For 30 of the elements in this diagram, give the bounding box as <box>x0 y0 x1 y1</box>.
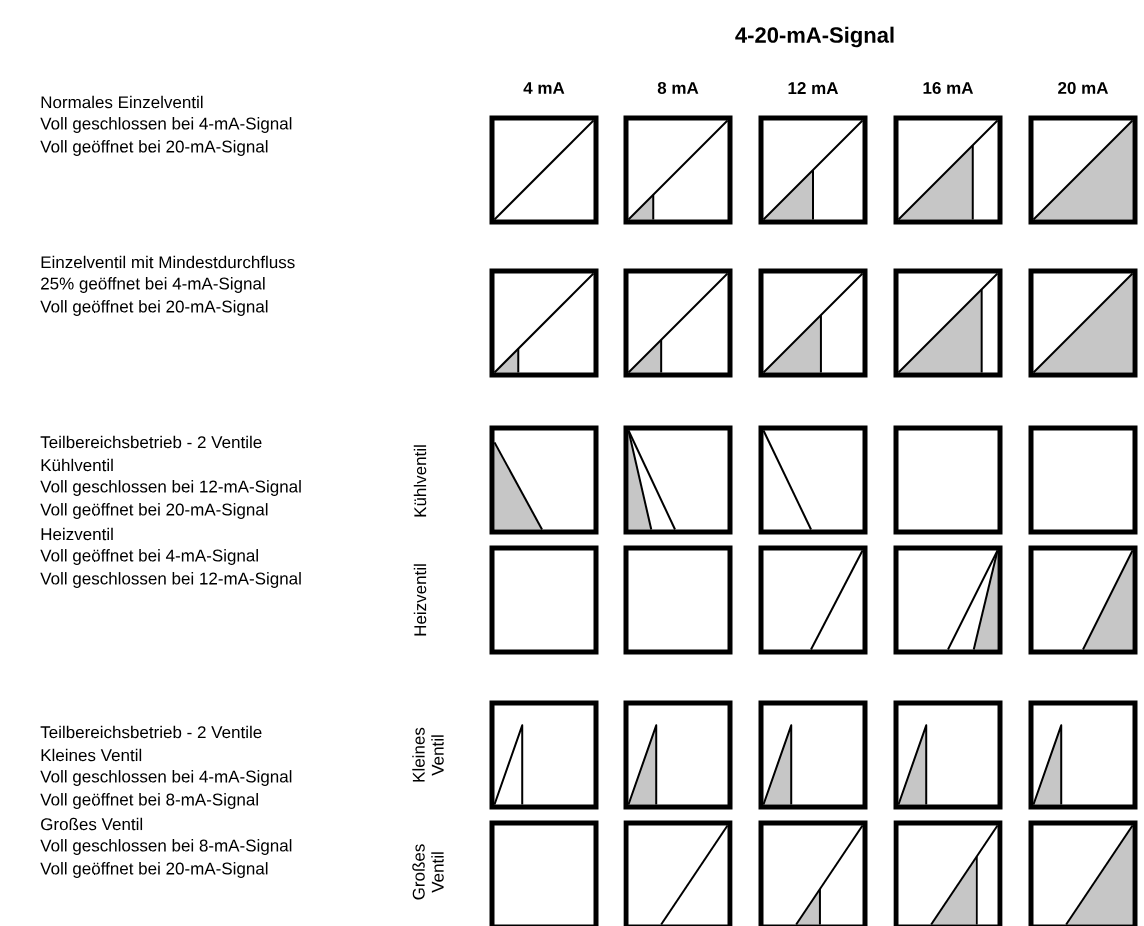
description-text: Voll geöffnet bei 20-mA-Signal <box>40 862 268 878</box>
description-text: Teilbereichsbetrieb - 2 Ventile <box>40 435 262 449</box>
description-text: Heizventil <box>41 527 113 541</box>
column-header: 12 mA <box>788 82 839 94</box>
description-text: Voll geschlossen bei 4-mA-Signal <box>40 770 292 786</box>
description-text: Voll geschlossen bei 4-mA-Signal <box>40 117 292 133</box>
description-text: Voll geöffnet bei 8-mA-Signal <box>40 793 258 809</box>
description-text: Voll geöffnet bei 20-mA-Signal <box>40 503 268 519</box>
title: 4-20-mA-Signal <box>735 26 894 48</box>
column-header: 4 mA <box>523 82 565 94</box>
description-text: Kühlventil <box>41 458 113 472</box>
row-label: Großes Ventil <box>412 844 444 900</box>
row-label: Heizventil <box>413 564 427 636</box>
description-text: Voll geschlossen bei 12-mA-Signal <box>40 572 301 588</box>
description-text: Teilbereichsbetrieb - 2 Ventile <box>40 725 262 739</box>
row-label: Kühlventil <box>413 445 427 517</box>
description-text: Voll geöffnet bei 4-mA-Signal <box>40 549 258 565</box>
column-header: 20 mA <box>1058 82 1109 94</box>
description-text: Voll geschlossen bei 8-mA-Signal <box>40 839 292 855</box>
column-header: 16 mA <box>923 82 974 94</box>
description-text: Voll geöffnet bei 20-mA-Signal <box>40 140 268 156</box>
column-header: 8 mA <box>657 82 699 94</box>
description-text: Kleines Ventil <box>41 748 142 762</box>
description-text: 25% geöffnet bei 4-mA-Signal <box>41 277 265 293</box>
row-label: Kleines Ventil <box>412 727 444 782</box>
description-text: Einzelventil mit Mindestdurchfluss <box>41 255 295 269</box>
description-text: Voll geschlossen bei 12-mA-Signal <box>40 480 301 496</box>
description-text: Voll geöffnet bei 20-mA-Signal <box>40 300 268 316</box>
description-text: Großes Ventil <box>41 817 143 831</box>
description-text: Normales Einzelventil <box>41 95 203 109</box>
